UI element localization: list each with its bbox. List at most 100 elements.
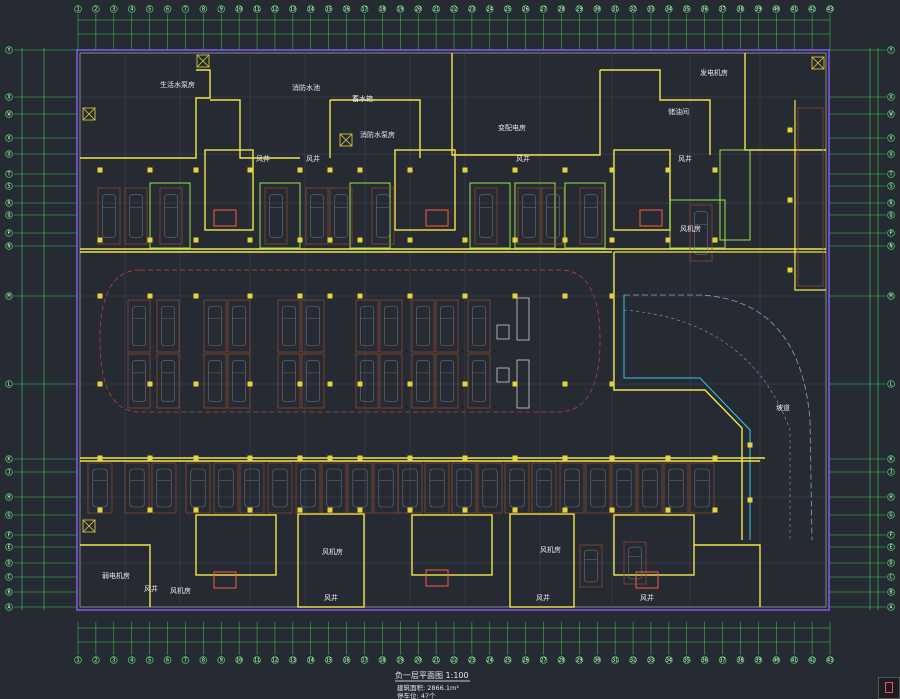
- axis-bubble: [887, 559, 895, 567]
- central-parking-stalls: [127, 299, 491, 409]
- axis-bubble: [396, 656, 405, 664]
- ramp-structure: [613, 100, 826, 541]
- axis-bubble: [486, 5, 494, 13]
- axis-bubble-label: Q: [7, 213, 10, 219]
- axis-bubble: [145, 5, 154, 13]
- axis-bubble: [468, 656, 476, 664]
- axis-bubble-label: P: [889, 231, 892, 237]
- axis-bubble: [378, 5, 387, 13]
- axis-bubble-label: S: [889, 184, 892, 190]
- axis-bubble: [92, 5, 100, 13]
- axis-bubble-label: 22: [451, 7, 457, 13]
- axis-bubble-label: 27: [541, 7, 547, 13]
- column-marker: [462, 381, 468, 387]
- column-marker: [512, 167, 518, 173]
- room-label-oil-room: 储油间: [668, 107, 689, 116]
- axis-bubble-label: Y: [7, 48, 10, 54]
- axis-bubble: [754, 656, 763, 664]
- axis-bubble-label: 35: [684, 658, 690, 664]
- axis-bubble: [700, 5, 709, 13]
- column-marker: [147, 237, 153, 243]
- axis-bubble: [342, 656, 351, 664]
- axis-bubble-label: 20: [415, 658, 421, 664]
- axis-bubble: [611, 5, 619, 13]
- column-marker: [407, 381, 413, 387]
- column-marker: [609, 237, 615, 243]
- title-line-3: 停车位: 47个: [397, 691, 436, 699]
- parking-stall: [477, 462, 503, 514]
- parking-stall: [295, 462, 321, 514]
- axis-bubble: [887, 573, 895, 581]
- axis-bubble-label: X: [7, 95, 10, 101]
- parking-stall: [203, 299, 227, 353]
- axis-bubble-label: F: [889, 533, 892, 539]
- room-labels: 生活水泵房消防水池蓄水箱消防水泵房变配电房发电机房储油间风井风井风井风井风机房坡…: [102, 68, 790, 602]
- axis-bubble: [887, 468, 895, 476]
- viewport-icon: [885, 682, 893, 693]
- column-marker: [147, 293, 153, 299]
- room-label-shaft-4: 风井: [678, 154, 692, 163]
- axis-bubble-label: 22: [451, 658, 457, 664]
- axis-bubble-label: R: [7, 201, 11, 207]
- axis-bubble: [289, 5, 297, 13]
- column-marker: [462, 167, 468, 173]
- axis-bubble-label: 37: [720, 7, 726, 13]
- column-marker: [327, 293, 333, 299]
- axis-bubble: [887, 182, 895, 190]
- room-label-generator: 发电机房: [700, 68, 728, 77]
- parking-stall: [637, 462, 663, 514]
- column-marker: [327, 167, 333, 173]
- axis-bubble: [127, 5, 136, 13]
- axis-bubble-label: 36: [702, 658, 708, 664]
- column-marker: [712, 167, 718, 173]
- axis-bubble: [289, 656, 297, 664]
- parking-stall: [579, 187, 603, 245]
- parking-stall: [585, 462, 611, 514]
- axis-bubble: [557, 656, 566, 664]
- column-marker: [357, 507, 363, 513]
- axis-bubble-label: 8: [202, 658, 205, 664]
- room-label-shaft-2: 风井: [306, 154, 320, 163]
- axis-bubble: [5, 134, 13, 142]
- parking-stall: [227, 299, 251, 353]
- axis-bubble: [5, 46, 13, 54]
- axis-bubble-label: 7: [184, 658, 187, 664]
- axis-bubble-label: H: [7, 495, 10, 501]
- parking-stall: [301, 299, 325, 353]
- parking-stall: [355, 299, 379, 353]
- column-marker: [297, 167, 303, 173]
- viewport-toggle-button[interactable]: [878, 677, 900, 699]
- axis-bubble-label: 19: [397, 7, 403, 13]
- axis-bubble-label: F: [7, 533, 10, 539]
- title-line-2: 建筑面积: 2866.1m²: [397, 683, 459, 692]
- equipment-symbols: [82, 54, 825, 533]
- axis-bubble-label: Q: [889, 213, 892, 219]
- axis-bubble-label: 14: [308, 658, 314, 664]
- axis-bubble: [5, 380, 13, 388]
- axis-bubble: [887, 93, 895, 101]
- parking-stall: [541, 187, 565, 245]
- parking-stall: [301, 353, 325, 409]
- column-marker: [193, 381, 199, 387]
- room-label-shaft-sw: 风井: [144, 584, 158, 593]
- axis-bubble-label: E: [7, 545, 10, 551]
- axis-bubble-label: 38: [737, 658, 743, 664]
- axis-bubble-label: 16: [344, 658, 350, 664]
- parking-stall: [531, 462, 557, 514]
- parking-stall: [424, 462, 450, 514]
- column-marker: [247, 455, 253, 461]
- axis-bubble-label: 15: [326, 7, 332, 13]
- parking-stall: [559, 462, 585, 514]
- axis-bubble-label: 42: [809, 658, 815, 664]
- column-marker: [562, 455, 568, 461]
- column-marker: [462, 237, 468, 243]
- axis-bubble: [887, 543, 895, 551]
- column-marker: [193, 293, 199, 299]
- axis-bubble: [360, 5, 369, 13]
- axis-bubble: [271, 5, 279, 13]
- axis-bubble: [790, 656, 798, 664]
- axis-bubble: [736, 5, 745, 13]
- axis-bubble-label: 16: [344, 7, 350, 13]
- parking-stall: [623, 541, 647, 585]
- parking-stall: [579, 544, 603, 588]
